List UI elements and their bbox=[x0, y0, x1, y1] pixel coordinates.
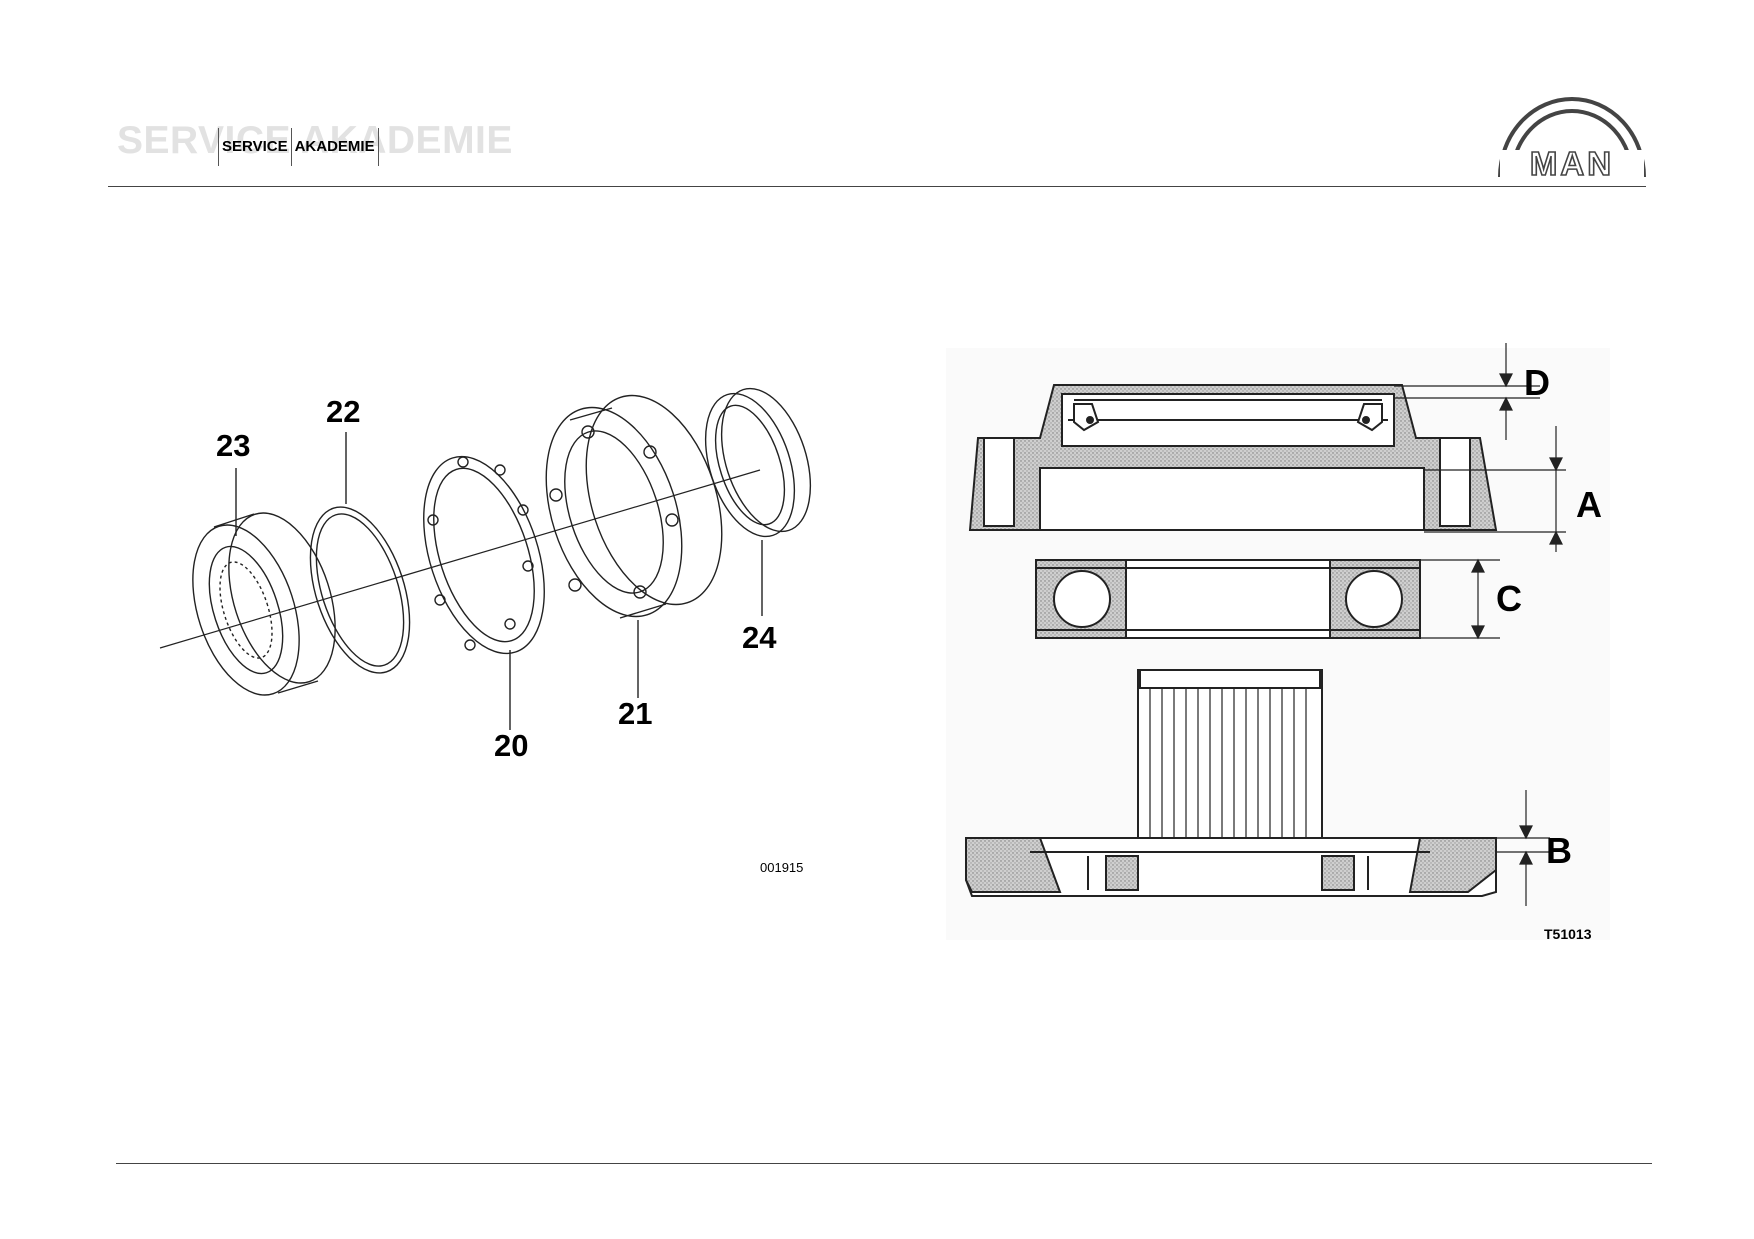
man-logo-arch-inner bbox=[1510, 109, 1634, 178]
dimension-label-b: B bbox=[1546, 830, 1572, 871]
header-rule bbox=[108, 186, 1646, 187]
service-word: SERVICE bbox=[218, 128, 291, 166]
man-logo-arch-outer bbox=[1498, 97, 1646, 178]
dimension-label-a: A bbox=[1576, 484, 1602, 525]
header-watermark: SERVICE AKADEMIE bbox=[117, 119, 513, 162]
part-23-bearing bbox=[192, 512, 336, 696]
callout-21: 21 bbox=[618, 696, 653, 731]
flange-section bbox=[965, 837, 1497, 897]
dimension-lines bbox=[1394, 343, 1566, 906]
drawing-number-right: T51013 bbox=[1544, 926, 1592, 942]
akademie-word: AKADEMIE bbox=[290, 128, 379, 166]
seal-lip-right bbox=[1356, 403, 1383, 432]
man-logo-band bbox=[1500, 150, 1644, 178]
dimension-label-d: D bbox=[1524, 362, 1550, 403]
footer-rule bbox=[116, 1163, 1652, 1164]
callout-22: 22 bbox=[326, 394, 361, 429]
housing-section bbox=[968, 384, 1498, 531]
callout-20: 20 bbox=[494, 728, 529, 763]
callout-23: 23 bbox=[216, 428, 251, 463]
callout-24: 24 bbox=[742, 620, 777, 655]
part-22-ring bbox=[309, 506, 411, 674]
man-logo-text: MAN bbox=[1530, 145, 1614, 182]
drawing-number-left: 001915 bbox=[760, 860, 804, 875]
dimension-label-c: C bbox=[1496, 578, 1522, 619]
seal-lip-left bbox=[1073, 403, 1100, 432]
part-20-gasket bbox=[423, 455, 545, 655]
exploded-axis bbox=[159, 469, 761, 649]
service-akademie-label: SERVICE AKADEMIE bbox=[218, 128, 379, 166]
part-24-seal bbox=[704, 387, 812, 538]
bearing-section bbox=[1035, 559, 1421, 639]
